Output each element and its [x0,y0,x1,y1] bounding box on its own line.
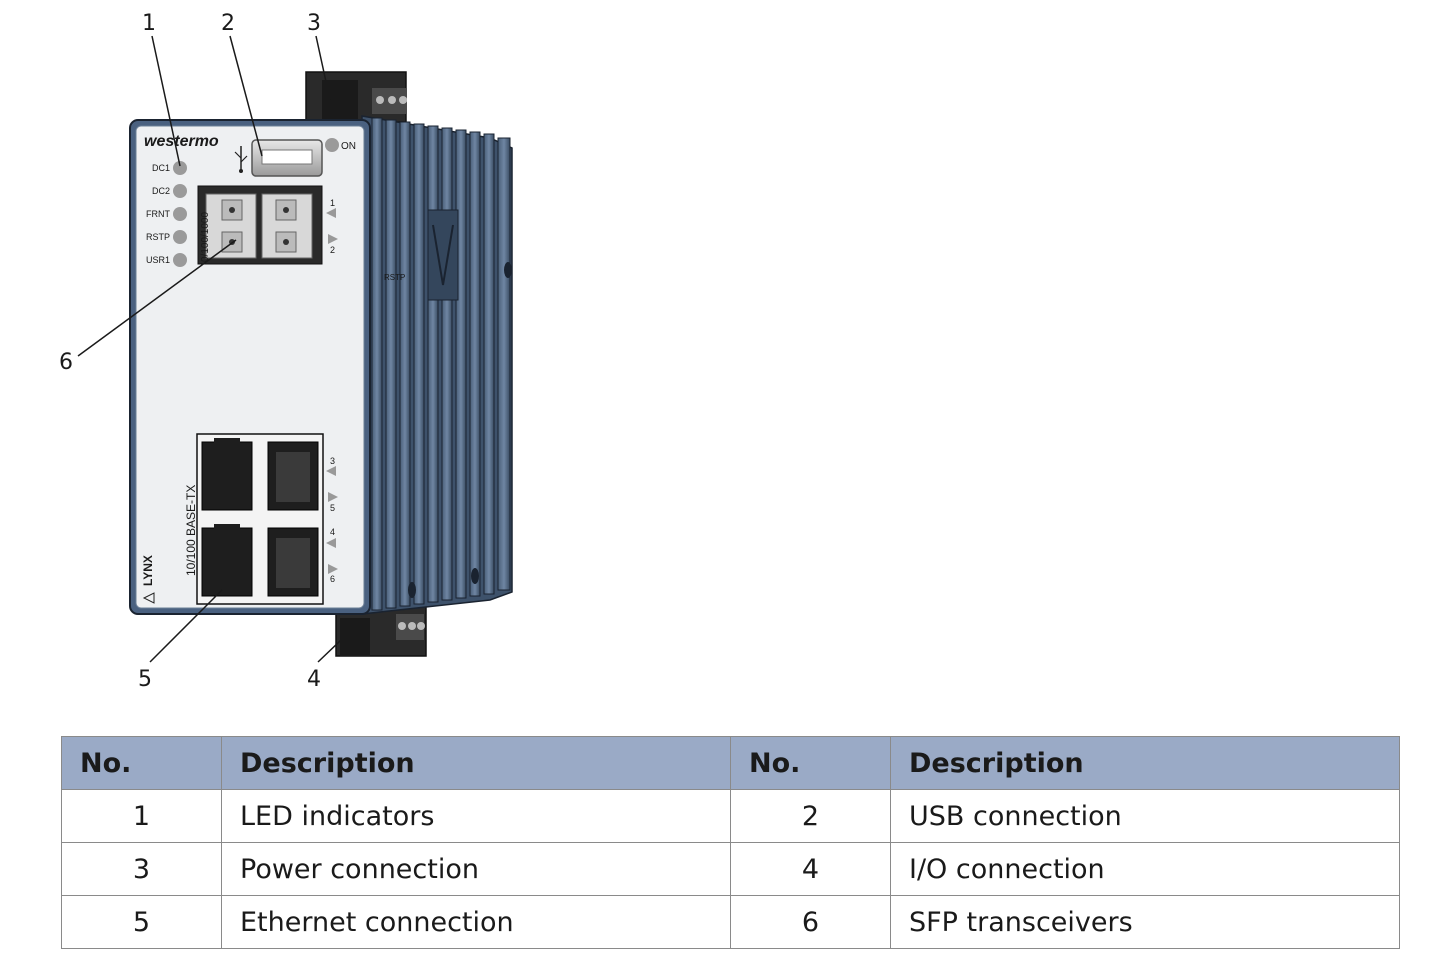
lynx-triangle [142,592,155,604]
led-label: FRNT [146,209,170,219]
rj45-port [201,438,253,511]
led-indicator [173,161,187,175]
header-description: Description [221,736,731,790]
callout-6: 6 [59,350,73,375]
port-arrow [326,466,336,476]
rj45-port [201,524,253,597]
ethernet-vertical-label: 10/100 BASE-TX [184,485,198,576]
led-indicator [173,253,187,267]
power-label: ON [341,141,356,152]
io-terminal-block [335,605,427,657]
led-indicator [173,230,187,244]
row-number: 3 [61,842,222,896]
header-no: No. [61,736,222,790]
row-description: LED indicators [221,789,731,843]
table-row: 3 Power connection 4 I/O connection [61,842,1400,896]
sfp-port-1-label: 1 [330,198,335,208]
row-number: 1 [61,789,222,843]
port-arrow [328,234,338,244]
table-header-row: No. Description No. Description [61,736,1400,790]
sfp-vertical-label: 0/100/1000 [200,212,211,262]
sfp-ports [197,185,323,265]
header-description: Description [890,736,1400,790]
usb-icon [234,146,248,173]
header-no: No. [730,736,891,790]
callout-2: 2 [221,11,235,36]
callout-3: 3 [307,11,321,36]
row-number: 5 [61,895,222,949]
port-arrow [328,492,338,502]
callout-lines [77,35,363,663]
ethernet-ports [196,433,324,605]
table-row: 1 LED indicators 2 USB connection [61,789,1400,843]
callout-4: 4 [307,667,321,692]
power-terminal-block [305,71,407,123]
sfp-port-2-label: 2 [330,245,335,255]
product-label: LYNX [141,555,155,586]
row-number: 4 [730,842,891,896]
callout-1: 1 [142,11,156,36]
led-label: DC1 [152,163,170,173]
eth-port-5-label: 5 [330,503,335,513]
row-number: 2 [730,789,891,843]
row-description: SFP transceivers [890,895,1400,949]
port-arrow [328,564,338,574]
eth-port-3-label: 3 [330,456,335,466]
led-label: DC2 [152,186,170,196]
led-label: RSTP [146,232,170,242]
port-arrow [326,208,336,218]
port-arrow [326,538,336,548]
device-diagram: westermo ON DC1 DC2 FRNT RSTP USR1 [59,11,513,692]
side-label: RSTP [384,273,405,282]
led-label: USR1 [146,255,170,265]
legend-table: No. Description No. Description 1 LED in… [61,736,1400,949]
row-description: Ethernet connection [221,895,731,949]
row-number: 6 [730,895,891,949]
led-indicator [173,184,187,198]
row-description: I/O connection [890,842,1400,896]
row-description: USB connection [890,789,1400,843]
usb-port [251,139,323,177]
led-group: DC1 DC2 FRNT RSTP USR1 [146,161,187,267]
rj45-port [267,441,319,511]
power-led [325,138,339,152]
rj45-port [267,527,319,597]
eth-port-6-label: 6 [330,574,335,584]
brand-logo: westermo [144,133,219,150]
callout-5: 5 [138,667,152,692]
row-description: Power connection [221,842,731,896]
table-row: 5 Ethernet connection 6 SFP transceivers [61,895,1400,949]
heatsink-fins [361,115,513,615]
eth-port-4-label: 4 [330,527,335,537]
led-indicator [173,207,187,221]
